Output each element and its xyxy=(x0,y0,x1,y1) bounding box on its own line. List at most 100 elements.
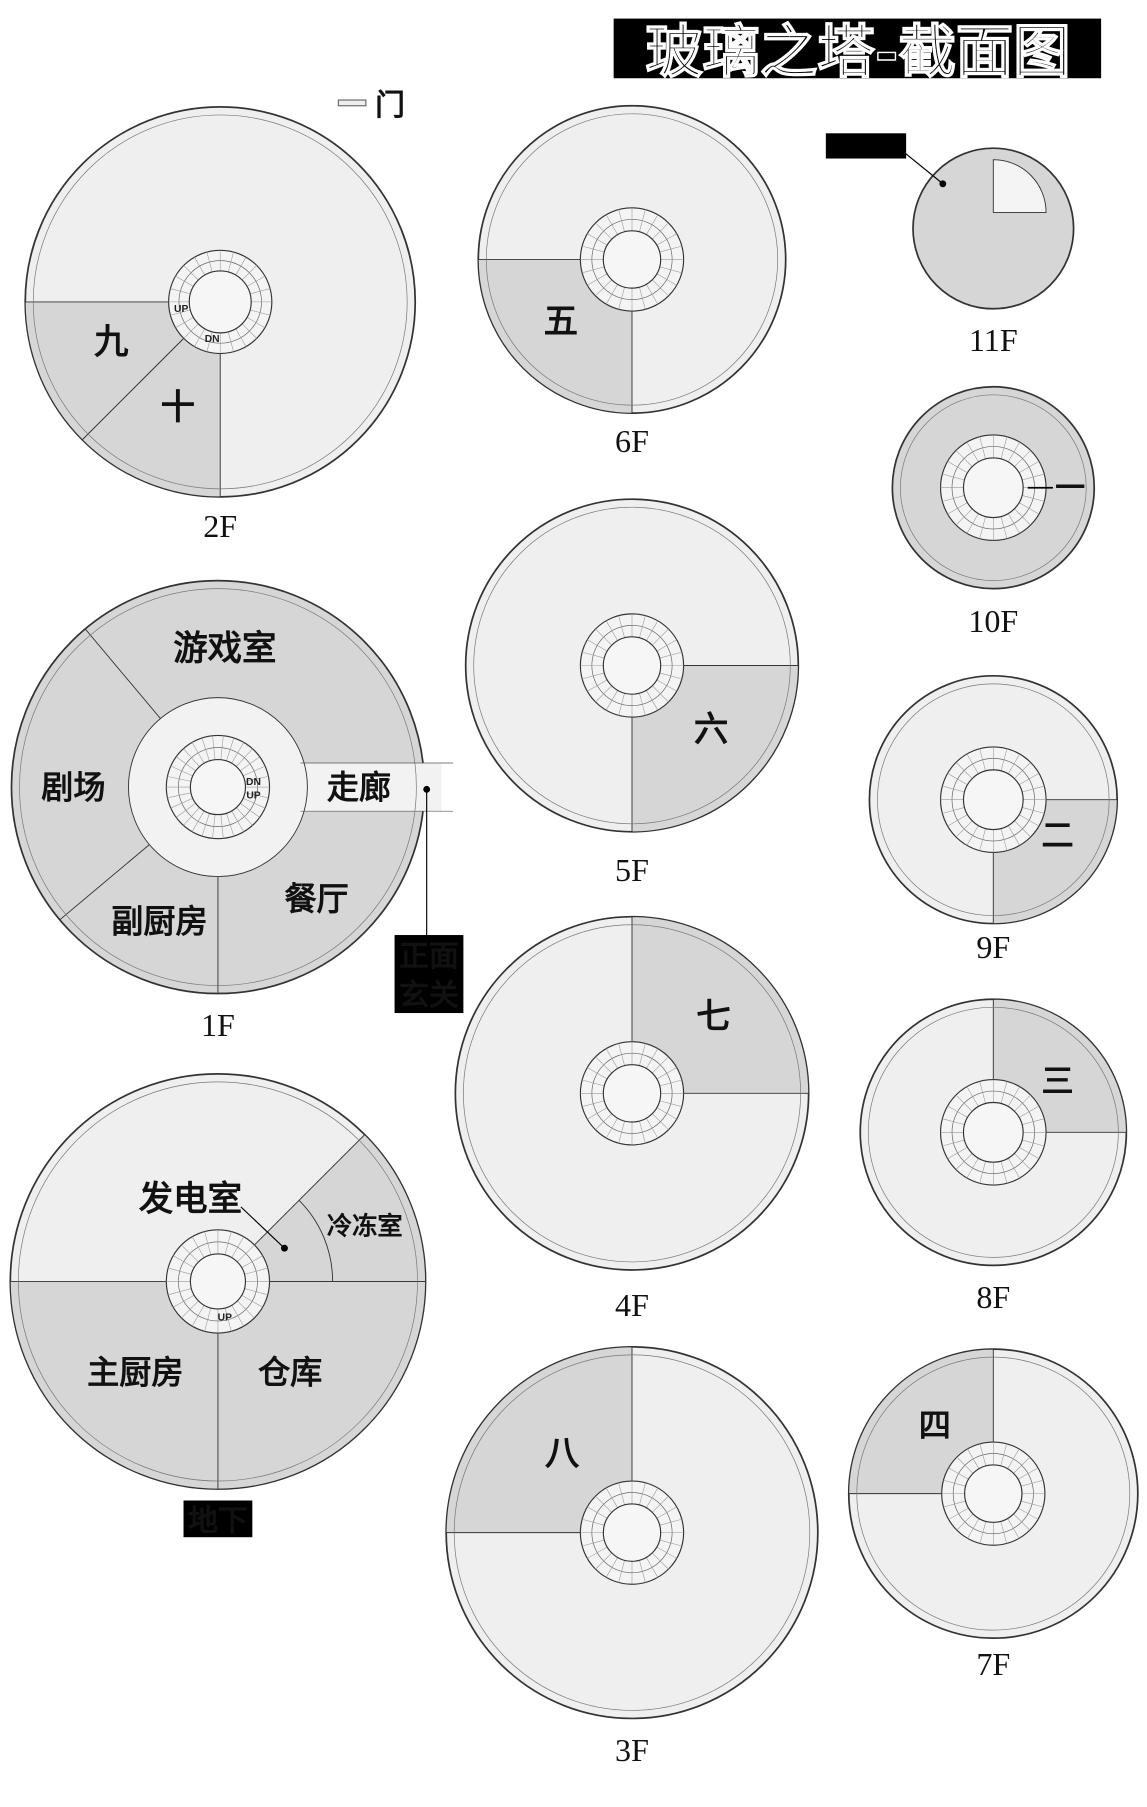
stair-core xyxy=(188,270,252,334)
entrance-label: 正面 xyxy=(399,939,459,974)
stair-step xyxy=(659,651,682,659)
stair-step xyxy=(194,257,205,276)
stair-step xyxy=(231,1236,244,1258)
stair-step xyxy=(652,628,669,646)
room-label: 三 xyxy=(1041,1062,1073,1100)
shaded-room-sector xyxy=(81,300,221,498)
stair-step xyxy=(183,323,199,339)
title-background xyxy=(613,18,1102,79)
stair-step xyxy=(605,214,618,235)
stair-step xyxy=(618,1482,625,1506)
floor-plan-5f: 六5F xyxy=(464,498,800,888)
stair-step xyxy=(212,814,216,839)
stair-step xyxy=(618,1560,625,1583)
stair-step xyxy=(605,284,618,305)
stair-step xyxy=(1020,1500,1044,1508)
stair-step xyxy=(1000,436,1008,459)
stair-step xyxy=(250,309,271,316)
floor-plan-8f: 三8F xyxy=(859,998,1128,1315)
stair-step xyxy=(1022,495,1045,502)
stair-step xyxy=(175,317,194,328)
stair-step xyxy=(639,287,646,310)
stair-step xyxy=(656,639,677,652)
room-label: 剧场 xyxy=(41,769,105,807)
stair-step xyxy=(582,1539,605,1547)
inner-wall xyxy=(473,506,791,825)
stair-step xyxy=(979,516,986,539)
stair-step xyxy=(587,1107,608,1120)
floor-plan-3f: 八 3F xyxy=(445,1345,819,1768)
room-label: 一 xyxy=(1055,471,1085,506)
floor-label-background xyxy=(183,1500,253,1538)
stair-step xyxy=(947,773,968,786)
stair-step xyxy=(220,814,224,839)
floor-label: 7F xyxy=(976,1646,1010,1682)
stair-step xyxy=(646,1048,659,1069)
floor-plan-1f: 正面玄关DNUP游戏室剧场走廊餐厅副厨房1F xyxy=(10,579,464,1043)
room-label: 八 xyxy=(545,1434,580,1474)
stair-step xyxy=(1014,450,1031,467)
shaded-room-sector xyxy=(631,916,810,1094)
floor-label: 1F xyxy=(201,1007,235,1043)
stair-step xyxy=(605,1557,618,1578)
stair-step xyxy=(659,266,682,274)
stair-step xyxy=(605,1487,618,1508)
stair-step xyxy=(582,672,605,680)
stair-step xyxy=(1018,773,1040,786)
stair-step xyxy=(639,1043,646,1066)
stair-step xyxy=(175,275,194,287)
stair-step xyxy=(231,1305,244,1327)
stair-step xyxy=(212,735,216,760)
stair-step xyxy=(646,1487,659,1508)
stair-step xyxy=(587,639,608,652)
pointer-line xyxy=(900,148,944,185)
stair-step xyxy=(639,1482,646,1506)
room-label: 六 xyxy=(694,710,728,750)
stair-step xyxy=(250,288,271,295)
stair-step xyxy=(170,798,193,809)
stair-step xyxy=(652,1056,669,1074)
stair-step xyxy=(241,323,257,339)
stair-core xyxy=(962,457,1024,519)
stair-step xyxy=(226,737,235,761)
stair-step xyxy=(235,257,247,276)
inner-wall xyxy=(877,683,1110,916)
stair-step xyxy=(595,1495,612,1513)
stair-step xyxy=(1000,1161,1008,1184)
freezer-wall xyxy=(298,1200,334,1282)
stair-step xyxy=(943,1500,966,1508)
stair-step xyxy=(582,651,605,659)
stair-step xyxy=(206,251,213,273)
stair-step xyxy=(240,803,260,818)
floor-plan-9f: 二9F xyxy=(868,674,1119,965)
stair-step xyxy=(183,265,199,281)
stair-step xyxy=(582,266,605,274)
stair-step xyxy=(947,814,968,827)
stair-step xyxy=(191,1236,205,1258)
floor-label: 3F xyxy=(615,1732,649,1768)
stair-step xyxy=(582,1100,605,1107)
floor-plan-7f: 四7F xyxy=(847,1348,1139,1682)
stair-step xyxy=(966,1086,979,1107)
stair-step xyxy=(955,450,973,467)
shaded-room-sector xyxy=(445,1346,633,1534)
stair-step xyxy=(656,1107,677,1120)
floor-plan-11f: 11F xyxy=(825,133,1075,358)
stair-step xyxy=(246,275,266,287)
room-label: 发电室 xyxy=(139,1179,242,1219)
stair-step xyxy=(201,737,210,761)
stair-step xyxy=(1007,1086,1020,1107)
stair-step xyxy=(176,756,196,772)
room-label: 主厨房 xyxy=(87,1354,183,1392)
stair-step xyxy=(231,742,244,764)
stair-step xyxy=(181,1300,199,1319)
freezer-sector xyxy=(216,1133,426,1282)
stair-step xyxy=(955,508,973,526)
stair-step xyxy=(587,679,608,692)
stair-step xyxy=(231,810,244,832)
stair-step xyxy=(242,765,266,777)
stair-core xyxy=(602,1503,662,1562)
pointer-line xyxy=(240,1206,285,1249)
